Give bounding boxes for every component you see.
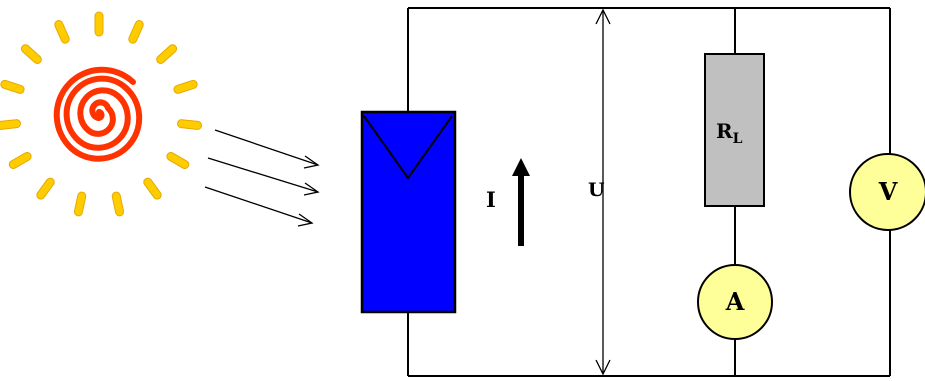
light-rays	[204, 129, 320, 227]
resistor-label-main: R	[716, 119, 733, 143]
resistor-label: RL	[716, 119, 743, 147]
ammeter-icon	[697, 264, 773, 340]
sun-rays	[0, 11, 202, 217]
sun-icon	[0, 11, 202, 217]
voltmeter-label: V	[878, 177, 898, 206]
resistor-label-sub: L	[733, 131, 743, 147]
voltmeter-icon	[849, 153, 925, 231]
voltage-arrow	[595, 8, 611, 376]
current-arrow	[512, 158, 530, 246]
sun-spiral	[53, 66, 143, 162]
solar-panel-icon	[360, 110, 457, 314]
ammeter-label: A	[725, 287, 745, 316]
resistor-icon	[704, 53, 765, 207]
circuit-wires	[407, 7, 891, 377]
voltage-label: U	[588, 179, 605, 201]
current-label: I	[486, 187, 496, 212]
